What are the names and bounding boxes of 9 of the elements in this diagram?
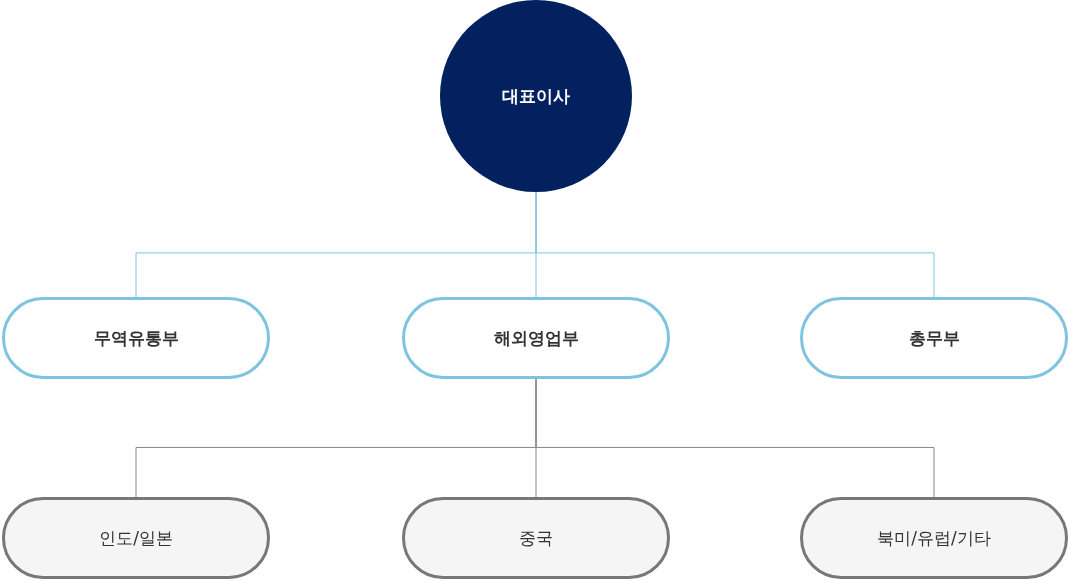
node-label: 북미/유럽/기타 [877,526,991,550]
node-label: 무역유통부 [93,326,179,350]
node-label: 해외영업부 [493,326,579,350]
node-label: 총무부 [908,326,960,350]
node-label: 중국 [519,526,553,550]
node-label: 대표이사 [502,84,570,108]
connector-line [535,378,935,498]
connector-line [535,191,935,298]
node-label: 인도/일본 [99,526,173,550]
